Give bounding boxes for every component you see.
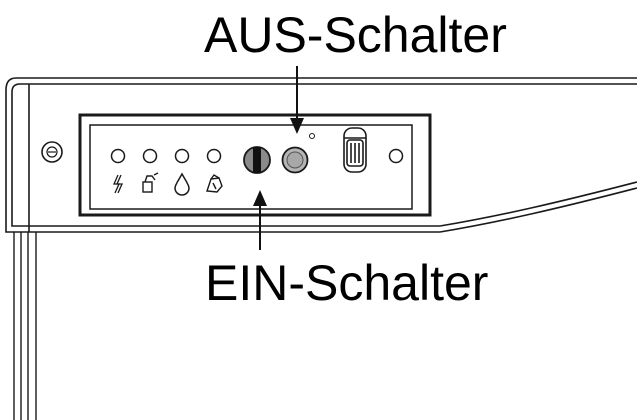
on-switch-button[interactable] (243, 146, 271, 174)
on-switch-label: EIN-Schalter (205, 255, 489, 311)
indicator-light (110, 148, 126, 164)
detergent-icon (206, 174, 223, 193)
indicator-light (174, 148, 190, 164)
side-panel-lines (13, 232, 37, 420)
status-light (388, 148, 404, 164)
screw-icon (41, 141, 63, 163)
rotary-selector-knob[interactable] (343, 127, 367, 173)
off-switch-label: AUS-Schalter (204, 7, 507, 63)
off-switch-pointer-arrow (290, 66, 304, 134)
rinse-bottle-icon (142, 172, 159, 193)
lightning-icon (112, 174, 124, 194)
off-switch-button[interactable] (281, 146, 309, 174)
off-switch-led (309, 133, 315, 139)
water-drop-icon (174, 172, 190, 196)
indicator-light (206, 148, 222, 164)
machine-body (5, 77, 637, 233)
on-switch-pointer-arrow (253, 190, 267, 250)
indicator-light (142, 148, 158, 164)
indicator-lights (110, 148, 222, 164)
